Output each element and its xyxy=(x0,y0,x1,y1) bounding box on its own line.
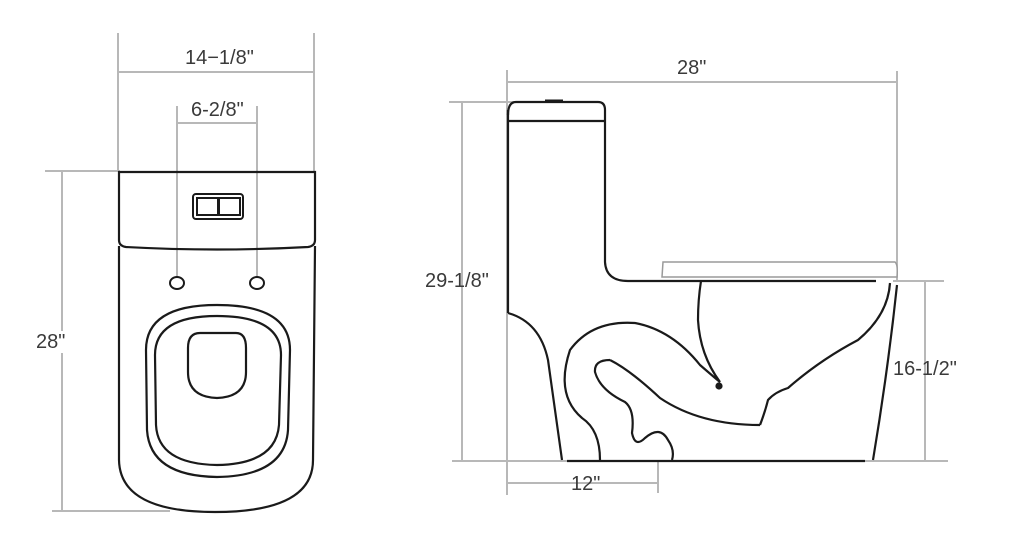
side-trapway-inner-2 xyxy=(609,359,761,427)
front-bowl-opening xyxy=(186,331,248,400)
front-depth-label: 28" xyxy=(35,331,67,353)
side-base-front xyxy=(871,284,899,461)
side-trapway-inner xyxy=(593,358,674,461)
side-length-label: 28" xyxy=(676,57,708,79)
front-seat-inner xyxy=(153,314,283,467)
front-hole-spacing-label: 6-2/8" xyxy=(190,99,245,121)
front-dimension-lines xyxy=(45,33,315,512)
front-view xyxy=(45,33,317,514)
side-seat-height-label: 16-1/2" xyxy=(893,358,957,380)
side-rough-in-label: 12" xyxy=(571,473,601,495)
side-seat xyxy=(661,261,898,278)
side-view xyxy=(449,70,948,495)
front-outline xyxy=(117,170,317,514)
front-width-label: 14−1/8" xyxy=(184,47,255,69)
side-tank xyxy=(506,100,876,283)
side-trapway-outer xyxy=(563,280,721,461)
side-base-back xyxy=(507,311,564,461)
side-dimension-lines xyxy=(449,70,948,495)
front-seat-outer xyxy=(144,303,292,479)
front-body xyxy=(117,245,317,514)
seat-bolt-holes xyxy=(169,276,265,290)
side-outline xyxy=(506,99,899,463)
flush-button-icon xyxy=(192,193,244,220)
side-height-label: 29-1/8" xyxy=(425,270,489,292)
front-tank xyxy=(117,170,317,251)
side-bowl xyxy=(758,282,892,426)
